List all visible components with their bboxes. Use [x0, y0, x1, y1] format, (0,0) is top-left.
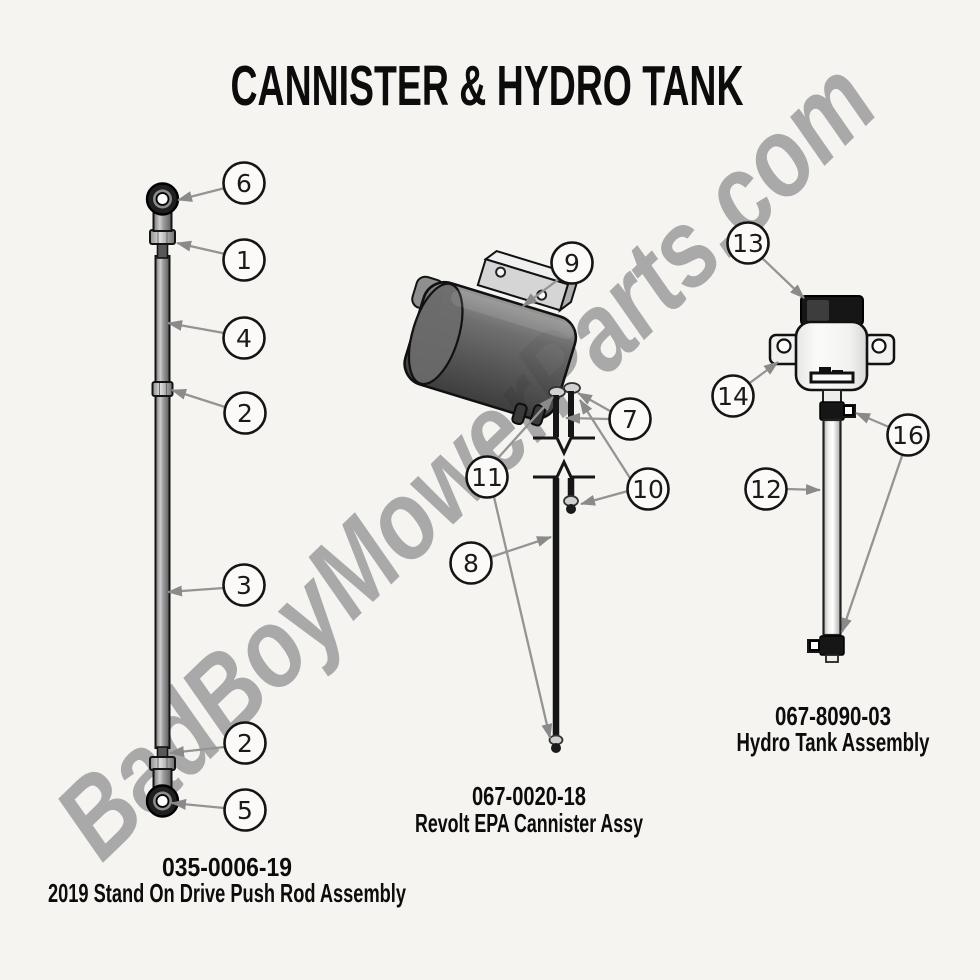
tube-clamp-bottom-square [809, 640, 820, 651]
callout-balloons: 6 1 4 2 3 2 5 9 [222, 161, 930, 832]
arrow-callout-13 [760, 256, 805, 299]
tube-clamp-bottom [819, 635, 845, 656]
arrow-callout-3 [167, 585, 225, 597]
cannister-part-number: 067-0020-18 [472, 781, 586, 811]
callout-balloon-16: 16 [886, 413, 930, 457]
callout-balloon-7: 7 [608, 397, 652, 441]
callout-number: 7 [622, 405, 638, 434]
arrow-callout-2-bottom [169, 745, 226, 757]
callout-number: 6 [236, 169, 252, 198]
callout-number: 14 [717, 382, 749, 411]
tank-tube-stub [825, 654, 839, 663]
tank-ear-hole-right [871, 338, 887, 354]
jam-nut-top [149, 229, 176, 245]
tank-slot [809, 371, 855, 384]
barb-fitting-left [511, 402, 528, 426]
callout-number: 12 [750, 475, 782, 504]
callout-balloon-1: 1 [222, 238, 266, 282]
tube-clamp-top-square [843, 405, 854, 416]
arrow-callout-14 [746, 361, 779, 386]
callout-number: 16 [892, 421, 924, 450]
arrow-callout-16a [855, 411, 890, 429]
callout-balloon-12: 12 [744, 467, 788, 511]
arrow-callout-10b [580, 489, 629, 506]
arrow-callout-4 [167, 320, 225, 335]
callout-number: 10 [632, 475, 664, 504]
tank-ear-hole-left [776, 338, 792, 354]
hose-break-lower [533, 458, 595, 479]
hydro-tank-label: Hydro Tank Assembly [737, 727, 930, 757]
callout-arrows [167, 186, 905, 810]
callout-number: 5 [237, 796, 253, 825]
assembly-labels: 035-0006-19 2019 Stand On Drive Push Rod… [48, 701, 930, 908]
callout-balloon-14: 14 [711, 374, 755, 418]
tank-slot-tab-right [832, 370, 843, 374]
arrow-callout-6 [177, 186, 226, 202]
callout-number: 2 [237, 399, 253, 428]
callout-balloon-4: 4 [222, 316, 266, 360]
arrow-callout-1 [176, 240, 226, 256]
arrow-callout-10a [579, 399, 631, 479]
arrow-callout-12 [785, 484, 821, 496]
callout-number: 9 [564, 249, 580, 278]
callout-number: 3 [236, 571, 252, 600]
hose-break-upper [533, 436, 595, 457]
callout-number: 1 [236, 246, 252, 275]
tank-tube [822, 418, 842, 637]
rod-stud-top [156, 242, 169, 259]
callout-balloon-3: 3 [222, 563, 266, 607]
callout-number: 13 [732, 229, 764, 258]
callout-balloon-13: 13 [726, 221, 770, 265]
arrow-callout-11a [497, 396, 554, 459]
callout-number: 11 [471, 463, 503, 492]
callout-balloon-2-top: 2 [223, 391, 267, 435]
arrow-callout-16b [840, 452, 905, 633]
arrow-callout-5 [171, 798, 225, 810]
callout-balloon-2-bottom: 2 [223, 721, 267, 765]
arrow-callout-9 [522, 278, 560, 307]
callout-balloon-10: 10 [626, 467, 670, 511]
arrow-callout-11b [492, 496, 553, 739]
callout-balloon-9: 9 [550, 241, 594, 285]
hose-end-tip [551, 743, 561, 753]
bracket-hole-left [495, 266, 507, 278]
push-rod-part-number: 035-0006-19 [162, 852, 292, 882]
arrow-callout-8 [490, 535, 552, 559]
arrow-callout-2-top [171, 388, 226, 409]
callout-balloon-6: 6 [222, 161, 266, 205]
tank-cap-highlight [807, 300, 829, 321]
callout-balloon-5: 5 [223, 788, 267, 832]
callout-number: 8 [463, 549, 479, 578]
rod-coupling [151, 381, 174, 397]
push-rod [154, 255, 171, 749]
page-title: CANNISTER & HYDRO TANK [231, 54, 744, 118]
callout-number: 4 [236, 324, 252, 353]
push-rod-label: 2019 Stand On Drive Push Rod Assembly [48, 878, 406, 908]
hose-stub-tip [566, 504, 576, 514]
cannister-end-cap [407, 282, 464, 386]
arrow-callout-7a [577, 391, 611, 413]
tank-slot-tab-left [819, 367, 831, 374]
cannister-label: Revolt EPA Cannister Assy [415, 808, 643, 838]
callout-balloon-8: 8 [449, 541, 493, 585]
hydro-tank-drawing [768, 295, 896, 663]
hydro-tank-part-number: 067-8090-03 [775, 701, 891, 731]
tube-clamp-top [819, 401, 845, 421]
callout-number: 2 [237, 729, 253, 758]
arrow-callout-7b [565, 412, 610, 424]
callout-balloon-11: 11 [465, 455, 509, 499]
